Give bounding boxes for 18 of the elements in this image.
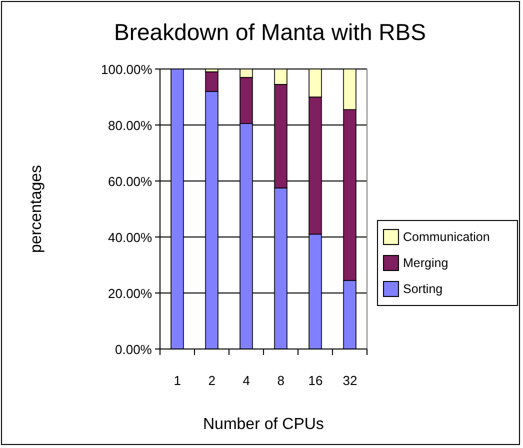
legend-label: Communication	[403, 230, 490, 244]
tick-label: 4	[242, 372, 250, 388]
tick-label: 80.00%	[108, 118, 152, 132]
tick-label: 40.00%	[108, 230, 152, 244]
tick-label: 8	[277, 372, 284, 388]
tick-label: 20.00%	[108, 286, 152, 300]
axis-title: percentages	[28, 164, 46, 254]
legend-label: Merging	[403, 256, 448, 270]
tick-label: 0.00%	[115, 342, 152, 356]
tick-label: 1	[174, 372, 181, 388]
tick-label: 60.00%	[108, 174, 152, 188]
tick-label: 16	[308, 372, 323, 388]
tick-label: 2	[208, 372, 216, 388]
axis-title: Number of CPUs	[203, 416, 324, 434]
tick-label: 32	[342, 372, 358, 388]
chart-title: Breakdown of Manta with RBS	[114, 18, 426, 46]
legend-label: Sorting	[403, 282, 443, 296]
tick-label: 100.00%	[101, 62, 152, 76]
